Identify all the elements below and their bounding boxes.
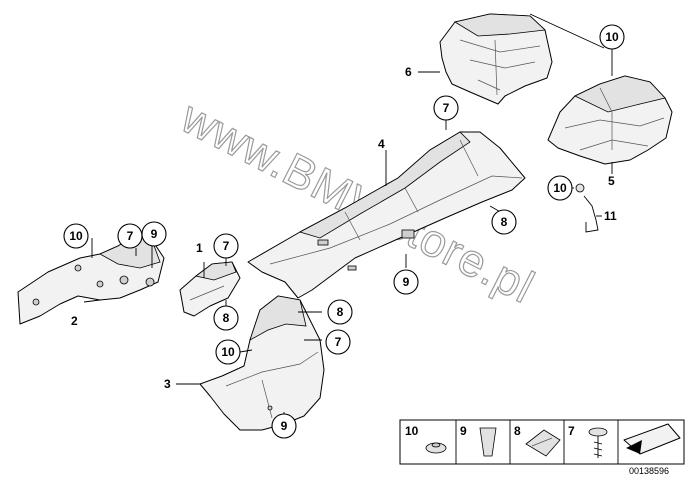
diagram-id: 00138596 [629, 466, 669, 476]
bracket-part-2[interactable] [17, 235, 165, 325]
part-label-4[interactable]: 4 [378, 137, 385, 151]
heat-shield-part-3[interactable] [199, 295, 325, 431]
callout-8-right[interactable]: 8 [491, 209, 517, 235]
callout-7-mid[interactable]: 7 [213, 233, 239, 259]
part-label-11[interactable]: 11 [604, 209, 617, 223]
spring-nut-icon [525, 429, 561, 457]
callout-9-left-label: 9 [151, 227, 158, 241]
clip-part-11[interactable] [575, 183, 599, 233]
legend-number-9: 9 [460, 424, 467, 438]
callout-8-mid-label: 8 [223, 311, 230, 325]
callout-10-lower-label: 10 [221, 345, 235, 359]
callout-7-left-label: 7 [127, 229, 134, 243]
callout-8-lower[interactable]: 8 [327, 299, 353, 325]
arrow-icon [623, 423, 681, 455]
callout-8-mid[interactable]: 8 [213, 305, 239, 331]
legend-item-9[interactable]: 9 [460, 424, 497, 457]
callout-10-top[interactable]: 10 [599, 24, 625, 50]
callout-7-mid-label: 7 [223, 239, 230, 253]
callout-9-bottom-label: 9 [281, 419, 288, 433]
callout-10-top-label: 10 [605, 30, 619, 44]
part-label-3[interactable]: 3 [164, 377, 171, 391]
screw-icon [588, 427, 608, 458]
legend-item-10[interactable]: 10 [405, 424, 447, 454]
legend-number-8: 8 [514, 424, 521, 438]
callout-10-lower[interactable]: 10 [215, 339, 241, 365]
callout-8-lower-label: 8 [337, 305, 344, 319]
callout-9-center-label: 9 [403, 275, 410, 289]
tunnel-heat-shield-part-4[interactable] [247, 131, 526, 299]
legend-number-7: 7 [568, 424, 575, 438]
nut-icon [425, 442, 447, 454]
callout-10-clip-label: 10 [553, 181, 567, 195]
part-label-2[interactable]: 2 [71, 314, 78, 328]
callout-7-lower-label: 7 [335, 335, 342, 349]
callout-7-top[interactable]: 7 [433, 95, 459, 121]
callout-8-right-label: 8 [501, 215, 508, 229]
heat-shield-part-6[interactable] [439, 13, 553, 105]
fastener-legend: 10 9 8 7 [399, 419, 685, 465]
plug-clip-icon [479, 427, 497, 457]
legend-item-8[interactable]: 8 [514, 424, 561, 457]
part-label-1[interactable]: 1 [196, 241, 203, 255]
callout-7-top-label: 7 [443, 101, 450, 115]
legend-number-10: 10 [405, 424, 419, 438]
bracket-part-1[interactable] [179, 261, 241, 317]
heat-shield-part-5[interactable] [547, 75, 673, 165]
callout-7-lower[interactable]: 7 [325, 329, 351, 355]
callout-10-left-label: 10 [69, 229, 83, 243]
callout-9-left[interactable]: 9 [141, 221, 167, 247]
callout-9-bottom[interactable]: 9 [271, 413, 297, 439]
leader-lines [83, 13, 613, 420]
callout-10-left[interactable]: 10 [63, 223, 89, 249]
legend-item-7[interactable]: 7 [568, 424, 608, 458]
part-label-5[interactable]: 5 [608, 174, 615, 188]
callout-10-clip[interactable]: 10 [547, 175, 573, 201]
callout-7-left[interactable]: 7 [117, 223, 143, 249]
part-label-6[interactable]: 6 [405, 65, 412, 79]
callout-9-center[interactable]: 9 [393, 269, 419, 295]
